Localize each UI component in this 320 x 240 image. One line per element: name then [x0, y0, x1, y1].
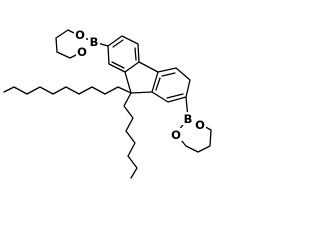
five-ring-bond-right: [130, 91, 153, 94]
left-benzene-ring: [107, 35, 140, 73]
bottom-oxygen-left-label: O: [171, 128, 181, 142]
left-ring-double-bond-2: [134, 47, 137, 61]
bottom-boron-label: B: [184, 112, 193, 126]
octyl-chain-lower: [123, 92, 138, 179]
bottom-oxygen-left-atom: O: [170, 128, 182, 142]
five-ring-bond-top: [138, 61, 159, 73]
left-ring-double-bond-1: [112, 39, 124, 48]
fluorene-core: [107, 35, 191, 103]
octyl-chain-upper: [3, 86, 132, 95]
top-oxygen-lower-label: O: [77, 45, 87, 59]
five-ring-bond-left: [124, 71, 132, 94]
top-boron-label: B: [90, 35, 99, 49]
bottom-oxygen-right-atom: O: [194, 118, 206, 132]
top-oxygen-upper-label: O: [75, 28, 85, 42]
right-ring-double-bond-1: [161, 72, 176, 77]
right-ring-double-bond-3: [155, 77, 161, 91]
bottom-oxygen-right-label: O: [195, 118, 205, 132]
top-boron-atom: B: [88, 35, 100, 49]
molecule-structure-diagram: B O O B O O: [3, 28, 212, 179]
top-oxygen-upper-atom: O: [74, 28, 86, 42]
left-ring-double-bond-3: [111, 61, 125, 69]
right-ring-double-bond-2: [166, 93, 184, 99]
top-oxygen-lower-atom: O: [76, 45, 88, 59]
bottom-boron-atom: B: [182, 112, 194, 126]
